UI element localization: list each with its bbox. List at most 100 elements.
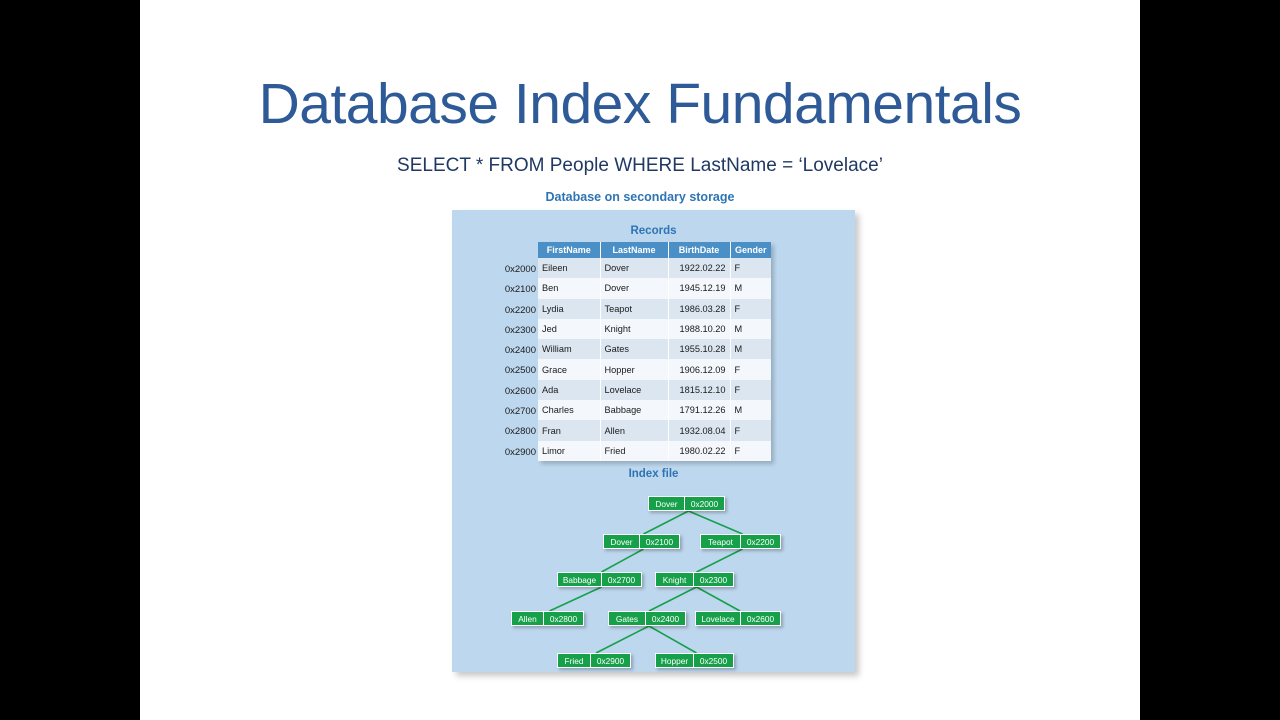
tree-edge (643, 510, 689, 535)
cell-gender: F (730, 379, 771, 401)
record-address: 0x2100 (504, 284, 536, 296)
cell-gender: M (730, 339, 771, 360)
page-title: Database Index Fundamentals (258, 72, 1022, 136)
cell-lastname: Dover (600, 278, 669, 299)
cell-gender: M (730, 278, 771, 299)
cell-birthdate: 1932.08.04 (668, 420, 731, 441)
index-node-pointer: 0x2900 (596, 655, 625, 666)
panel-caption: Database on secondary storage (545, 190, 735, 204)
cell-firstname: Eileen (538, 258, 601, 279)
cell-gender: F (730, 298, 771, 319)
cell-firstname: Grace (538, 359, 601, 380)
column-header-firstname: FirstName (538, 242, 601, 258)
cell-birthdate: 1906.12.09 (668, 359, 731, 380)
record-address: 0x2900 (504, 446, 536, 458)
index-node-key: Allen (512, 612, 544, 625)
tree-edges (549, 510, 743, 654)
records-label: Records (630, 225, 677, 237)
cell-birthdate: 1922.02.22 (668, 258, 731, 279)
index-node: Gates 0x2400 (608, 611, 686, 626)
cell-firstname: Ben (538, 278, 601, 299)
slide-canvas: Database Index Fundamentals SELECT * FRO… (140, 0, 1140, 720)
index-node-key: Dover (649, 497, 685, 510)
letterbox-bar-left (0, 0, 140, 720)
tree-edge (688, 510, 743, 535)
tree-edge (696, 548, 743, 573)
tree-edge (595, 625, 650, 654)
tree-edge (648, 625, 697, 654)
cell-birthdate: 1945.12.19 (668, 278, 731, 299)
cell-gender: F (730, 440, 771, 461)
cell-lastname: Dover (600, 258, 669, 279)
record-address: 0x2500 (504, 365, 536, 377)
index-node: Fried 0x2900 (557, 653, 631, 668)
cell-firstname: William (538, 339, 601, 360)
index-node-pointer: 0x2400 (651, 613, 680, 624)
cell-birthdate: 1955.10.28 (668, 339, 731, 360)
index-node: Teapot 0x2200 (700, 534, 781, 549)
cell-lastname: Lovelace (600, 379, 669, 401)
record-address: 0x2600 (504, 385, 536, 397)
table-header-row: FirstName LastName BirthDate Gender (538, 242, 771, 258)
sql-query-text: SELECT * FROM People WHERE LastName = ‘L… (397, 155, 883, 176)
cell-firstname: Lydia (538, 298, 601, 319)
index-file-label: Index file (628, 468, 679, 480)
cell-firstname: Limor (538, 440, 601, 461)
records-table: FirstName LastName BirthDate Gender Eile… (538, 242, 771, 461)
tree-edge (648, 586, 697, 612)
cell-lastname: Babbage (600, 400, 669, 421)
cell-lastname: Hopper (600, 359, 669, 380)
cell-lastname: Allen (600, 420, 669, 441)
letterbox-bar-right (1140, 0, 1280, 720)
cell-gender: M (730, 400, 771, 421)
record-address: 0x2000 (504, 264, 536, 275)
cell-gender: F (730, 420, 771, 441)
cell-lastname: Knight (600, 318, 669, 340)
column-header-birthdate: BirthDate (668, 242, 731, 258)
index-node-key: Gates (609, 612, 646, 625)
cell-gender: M (730, 318, 771, 340)
cell-lastname: Teapot (600, 298, 669, 319)
cell-birthdate: 1986.03.28 (668, 298, 731, 319)
index-node-pointer: 0x2800 (549, 613, 578, 624)
cell-birthdate: 1980.02.22 (668, 440, 731, 461)
index-node-key: Lovelace (696, 612, 741, 625)
cell-firstname: Charles (538, 400, 601, 421)
cell-gender: F (730, 258, 771, 279)
tree-edge (601, 548, 644, 573)
cell-birthdate: 1815.12.10 (668, 379, 731, 401)
cell-birthdate: 1988.10.20 (668, 318, 731, 340)
index-node-pointer: 0x2600 (746, 613, 775, 624)
index-node-key: Teapot (701, 535, 741, 548)
index-node-pointer: 0x2500 (699, 655, 728, 666)
record-address: 0x2400 (504, 345, 536, 357)
index-node: Lovelace 0x2600 (695, 611, 781, 626)
index-node-key: Fried (558, 654, 591, 667)
index-node-pointer: 0x2200 (746, 536, 775, 547)
cell-gender: F (730, 359, 771, 380)
index-node-key: Knight (656, 573, 694, 586)
cell-birthdate: 1791.12.26 (668, 400, 731, 421)
cell-lastname: Fried (600, 440, 669, 461)
record-address: 0x2300 (504, 324, 536, 336)
cell-firstname: Fran (538, 420, 601, 441)
tree-edge (549, 586, 602, 612)
